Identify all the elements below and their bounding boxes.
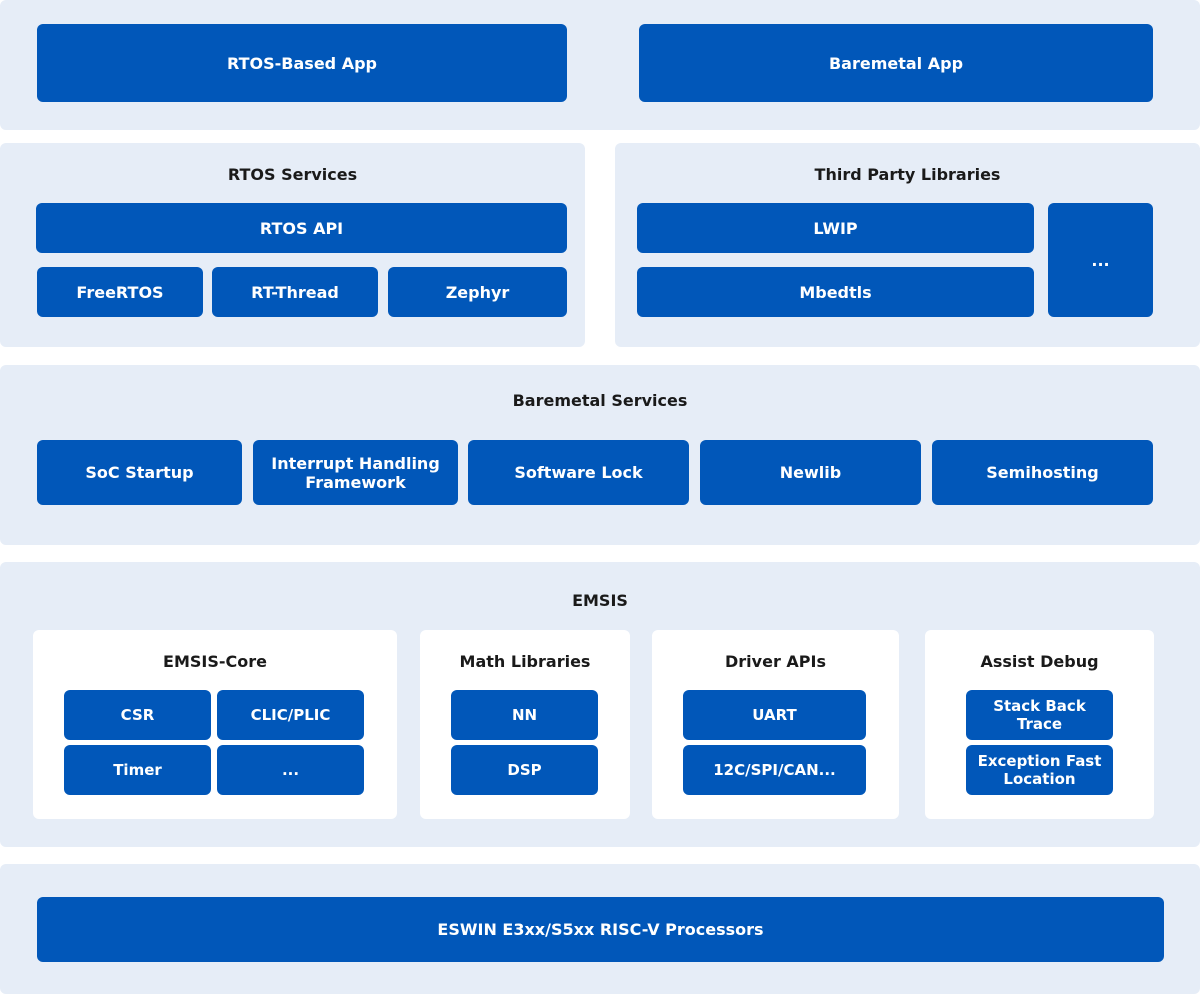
newlib-block[interactable]: Newlib bbox=[700, 440, 921, 505]
clic-plic-block[interactable]: CLIC/PLIC bbox=[217, 690, 364, 740]
emsis-core-title: EMSIS-Core bbox=[163, 652, 267, 671]
uart-block[interactable]: UART bbox=[683, 690, 866, 740]
freertos-block[interactable]: FreeRTOS bbox=[37, 267, 203, 317]
i2c-spi-can-block[interactable]: 12C/SPI/CAN... bbox=[683, 745, 866, 795]
stack-back-trace-block[interactable]: Stack Back Trace bbox=[966, 690, 1113, 740]
semihosting-block[interactable]: Semihosting bbox=[932, 440, 1153, 505]
baremetal-services-title: Baremetal Services bbox=[512, 391, 688, 410]
zephyr-block[interactable]: Zephyr bbox=[388, 267, 567, 317]
emsis-core-more-block[interactable]: ... bbox=[217, 745, 364, 795]
rt-thread-block[interactable]: RT-Thread bbox=[212, 267, 378, 317]
dsp-block[interactable]: DSP bbox=[451, 745, 598, 795]
interrupt-handling-block[interactable]: Interrupt Handling Framework bbox=[253, 440, 458, 505]
third-party-more-block[interactable]: ... bbox=[1048, 203, 1153, 317]
csr-block[interactable]: CSR bbox=[64, 690, 211, 740]
software-lock-block[interactable]: Software Lock bbox=[468, 440, 689, 505]
lwip-block[interactable]: LWIP bbox=[637, 203, 1034, 253]
exception-fast-location-block[interactable]: Exception Fast Location bbox=[966, 745, 1113, 795]
baremetal-app-block[interactable]: Baremetal App bbox=[639, 24, 1153, 102]
assist-debug-title: Assist Debug bbox=[980, 652, 1099, 671]
driver-apis-title: Driver APIs bbox=[725, 652, 826, 671]
nn-block[interactable]: NN bbox=[451, 690, 598, 740]
rtos-api-block[interactable]: RTOS API bbox=[36, 203, 567, 253]
rtos-based-app-block[interactable]: RTOS-Based App bbox=[37, 24, 567, 102]
emsis-title: EMSIS bbox=[572, 591, 628, 610]
third-party-title: Third Party Libraries bbox=[814, 165, 1001, 184]
math-libraries-title: Math Libraries bbox=[459, 652, 591, 671]
timer-block[interactable]: Timer bbox=[64, 745, 211, 795]
mbedtls-block[interactable]: Mbedtls bbox=[637, 267, 1034, 317]
soc-startup-block[interactable]: SoC Startup bbox=[37, 440, 242, 505]
rtos-services-title: RTOS Services bbox=[227, 165, 358, 184]
processor-block[interactable]: ESWIN E3xx/S5xx RISC-V Processors bbox=[37, 897, 1164, 962]
